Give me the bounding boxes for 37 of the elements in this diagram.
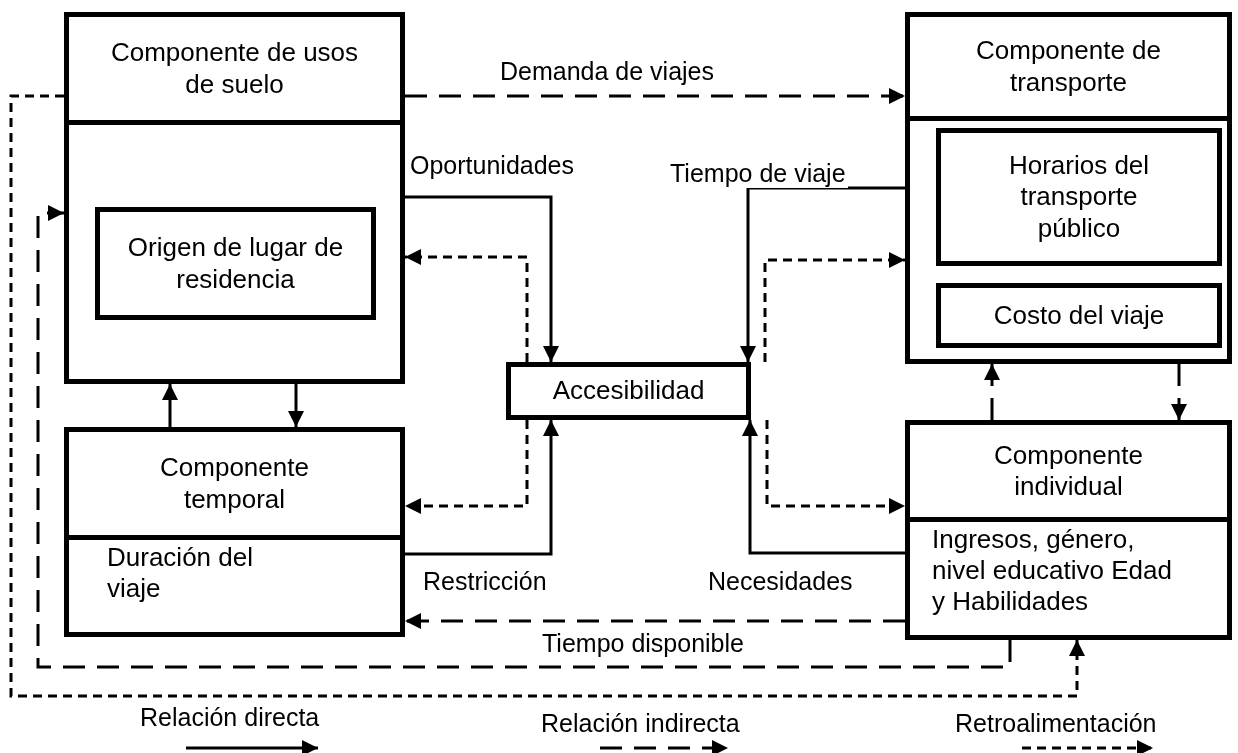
inner-box xyxy=(95,207,376,320)
arrow xyxy=(405,420,529,514)
arrow xyxy=(405,420,559,556)
component-box xyxy=(64,12,405,384)
arrow xyxy=(288,384,304,427)
box-body-text: Duración del viaje xyxy=(107,541,254,605)
box-body-text: Ingresos, género, nivel educativo Edad y Habilidades xyxy=(932,523,1173,618)
arrow xyxy=(36,205,1012,669)
arrow xyxy=(405,88,905,104)
component-box xyxy=(905,420,1232,640)
arrow xyxy=(740,186,905,362)
arrow xyxy=(405,195,559,362)
arrow xyxy=(405,613,905,629)
legend-text: Relación indirecta xyxy=(541,708,740,738)
box-text: Costo del viaje xyxy=(993,299,1165,332)
legend-text: Retroalimentación xyxy=(955,708,1157,738)
legend-text: Relación directa xyxy=(140,702,320,732)
inner-box xyxy=(936,128,1222,266)
box-heading: Componente temporal xyxy=(159,452,310,515)
arrow xyxy=(162,384,178,427)
inner-box xyxy=(936,283,1222,348)
box-text: Origen de lugar de residencia xyxy=(126,232,345,295)
box-heading: Componente individual xyxy=(993,439,1144,503)
box-text: Accesibilidad xyxy=(552,375,705,407)
arrow xyxy=(763,252,905,362)
component-box xyxy=(64,427,405,637)
box-heading: Componente de usos de suelo xyxy=(109,37,360,100)
arrow xyxy=(765,420,905,514)
box-text: Horarios del transporte público xyxy=(1007,150,1151,244)
arrow xyxy=(984,364,1000,420)
arrow xyxy=(1171,364,1187,420)
arrow xyxy=(405,249,529,362)
component-box xyxy=(905,12,1232,364)
box-heading: Componente de transporte xyxy=(975,35,1162,98)
arrow xyxy=(9,94,1085,698)
component-box xyxy=(506,362,751,420)
arrow xyxy=(742,420,905,555)
